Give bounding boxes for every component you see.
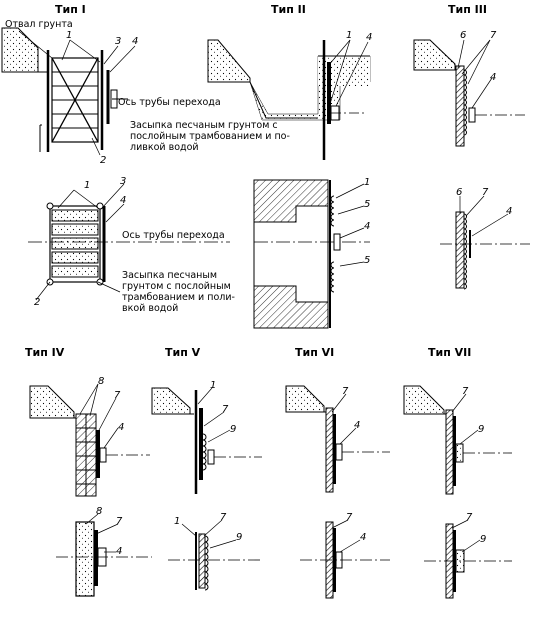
label-9: 9 xyxy=(480,534,486,545)
label-1: 1 xyxy=(364,177,370,188)
label-spoil-heap: Отвал грунта xyxy=(5,19,73,30)
label-8: 8 xyxy=(96,506,102,517)
label-7: 7 xyxy=(222,404,229,415)
title-type-6: Тип VI xyxy=(295,346,334,359)
title-type-1: Тип I xyxy=(55,3,86,16)
type-6-section: 7 4 7 4 xyxy=(285,385,390,599)
label-6: 6 xyxy=(456,187,462,198)
label-3: 3 xyxy=(115,36,121,47)
label-4: 4 xyxy=(354,420,360,431)
type-7-section: 7 9 7 9 xyxy=(403,385,512,599)
label-7: 7 xyxy=(462,386,469,397)
label-4: 4 xyxy=(506,206,512,217)
label-7: 7 xyxy=(466,512,473,523)
mattress xyxy=(455,65,465,147)
label-1: 1 xyxy=(66,30,72,41)
type-3-section: 6 7 4 xyxy=(413,30,525,147)
label-4: 4 xyxy=(132,36,138,47)
label-4: 4 xyxy=(120,195,126,206)
label-7: 7 xyxy=(220,512,227,523)
label-5: 5 xyxy=(364,199,370,210)
title-type-4: Тип IV xyxy=(25,346,65,359)
label-2: 2 xyxy=(34,297,40,308)
label-1: 1 xyxy=(84,180,90,191)
label-9: 9 xyxy=(478,424,484,435)
label-7: 7 xyxy=(114,390,121,401)
label-4: 4 xyxy=(490,72,496,83)
label-2: 2 xyxy=(100,155,106,166)
label-1: 1 xyxy=(210,380,216,391)
title-type-3: Тип III xyxy=(448,3,487,16)
label-8: 8 xyxy=(98,376,104,387)
label-backfill-2: послойным трамбованием и по- xyxy=(130,131,290,142)
type-3-plan: 6 7 4 xyxy=(440,187,530,290)
label-4: 4 xyxy=(366,32,372,43)
label-5: 5 xyxy=(364,255,370,266)
type-2-section: 1 4 xyxy=(207,30,372,160)
title-type-2: Тип II xyxy=(271,3,306,16)
label-4: 4 xyxy=(364,221,370,232)
label-9: 9 xyxy=(236,532,242,543)
label-1: 1 xyxy=(174,516,180,527)
label-backfill-1: Засыпка песчаным xyxy=(122,270,217,281)
label-backfill-3: трамбованием и поли- xyxy=(122,292,235,303)
label-4: 4 xyxy=(360,532,366,543)
label-1: 1 xyxy=(346,30,352,41)
type-1-section: Отвал грунта 1 3 4 2 Ось трубы перехода … xyxy=(1,19,290,166)
label-backfill-2: грунтом с послойным xyxy=(122,281,231,292)
soil-mound xyxy=(1,27,39,73)
title-type-7: Тип VII xyxy=(428,346,471,359)
label-7: 7 xyxy=(342,386,349,397)
label-backfill-3: ливкой водой xyxy=(130,142,199,153)
label-7: 7 xyxy=(482,187,489,198)
label-7: 7 xyxy=(490,30,497,41)
type-2-plan: 1 5 4 5 xyxy=(253,177,370,329)
label-backfill-1: Засыпка песчаным грунтом с xyxy=(130,120,278,131)
title-type-5: Тип V xyxy=(165,346,201,359)
label-pipe-axis: Ось трубы перехода xyxy=(118,97,221,108)
label-backfill-4: вкой водой xyxy=(122,303,178,314)
label-3: 3 xyxy=(120,176,126,187)
label-pipe-axis: Ось трубы перехода xyxy=(122,230,225,241)
label-6: 6 xyxy=(460,30,466,41)
type-4-section: 8 7 4 8 7 4 xyxy=(29,376,152,597)
label-7: 7 xyxy=(346,512,353,523)
label-4: 4 xyxy=(118,422,124,433)
type-5-section: 1 7 9 1 7 9 xyxy=(151,380,262,591)
label-9: 9 xyxy=(230,424,236,435)
label-7: 7 xyxy=(116,516,123,527)
type-1-plan: 1 3 4 2 Ось трубы перехода Засыпка песча… xyxy=(28,176,235,314)
label-4: 4 xyxy=(116,546,122,557)
